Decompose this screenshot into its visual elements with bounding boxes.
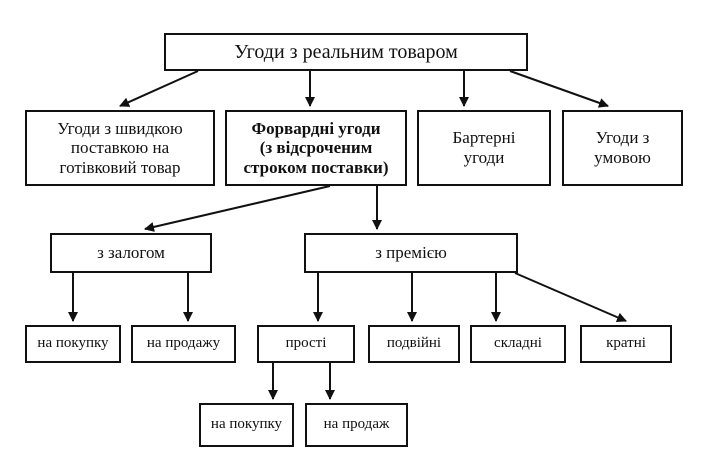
node-spot-deals: Угоди з швидкою поставкою на готівковий … (25, 110, 215, 186)
edge-forward-collateral (144, 185, 331, 232)
node-conditional-deals: Угоди з умовою (562, 110, 683, 186)
node-premium-complex: складні (470, 325, 566, 363)
node-simple-sale: на продаж (305, 403, 408, 447)
edge-root-conditional (509, 70, 609, 108)
node-premium: з премією (304, 233, 518, 273)
edge-root-spot (119, 70, 199, 107)
node-premium-multiple: кратні (580, 325, 672, 363)
node-premium-double: подвійні (368, 325, 460, 363)
node-collateral: з залогом (50, 233, 212, 273)
node-collateral-purchase: на покупку (25, 325, 121, 363)
node-simple-purchase: на покупку (199, 403, 294, 447)
node-collateral-sale: на продажу (131, 325, 236, 363)
node-root: Угоди з реальним товаром (164, 33, 528, 71)
node-barter-deals: Бартерні угоди (417, 110, 551, 186)
node-premium-simple: прості (257, 325, 355, 363)
edge-premium-multiple (514, 272, 627, 323)
node-forward-deals: Форвардні угоди (з відсроченим строком п… (225, 110, 407, 186)
